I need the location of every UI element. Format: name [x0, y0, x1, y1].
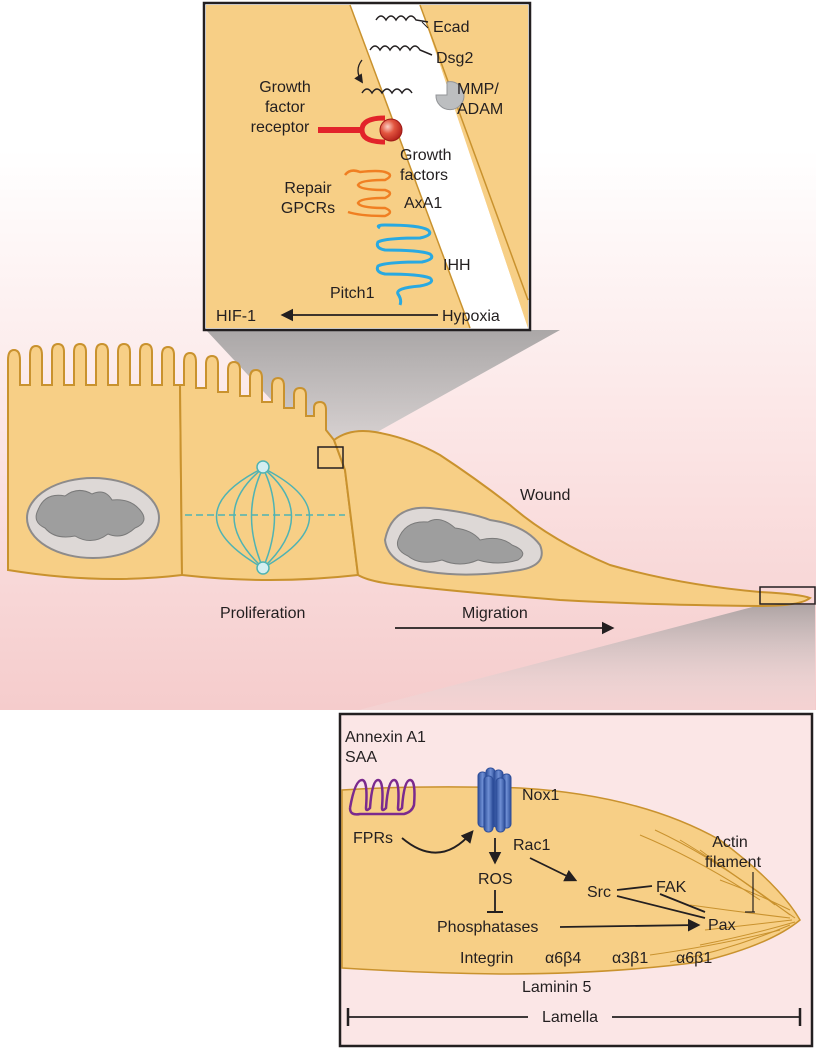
pax-label: Pax: [708, 917, 736, 934]
growth-factors-line1: Growth: [400, 147, 452, 164]
repair-gpcrs-line2: GPCRs: [281, 200, 335, 217]
growth-factor-ball: [379, 118, 403, 142]
repair-gpcr: [343, 169, 392, 218]
phosphatases-pax-arrow: [559, 918, 701, 932]
wound-label: Wound: [520, 487, 570, 504]
lamella-label: Lamella: [542, 1009, 598, 1026]
ihh-label: IHH: [443, 257, 471, 274]
a6b1-label: α6β1: [676, 950, 712, 967]
bottom-inset-panel: Annexin A1 SAA FPRs Nox1 Rac1 ROS Src FA…: [338, 712, 814, 1048]
src-label: Src: [587, 884, 611, 901]
gfr-label-line2: factor: [265, 99, 306, 116]
fprs-receptor: [348, 778, 416, 816]
rac1-label: Rac1: [513, 837, 550, 854]
mmp-adam-shape: [435, 81, 465, 111]
chromatin-cell-1: [35, 490, 145, 541]
cleaved-coil: [361, 88, 413, 95]
zoom-cone-bottom: [340, 605, 815, 715]
chromatin-cell-3: [397, 519, 524, 565]
nox1-label: Nox1: [522, 787, 559, 804]
gfr-label-line3: receptor: [251, 119, 310, 136]
mitotic-spindle: [185, 467, 345, 569]
laminin-label: Laminin 5: [522, 979, 591, 996]
actin-label-line2: filament: [705, 854, 762, 871]
saa-label: SAA: [345, 749, 377, 766]
fprs-label: FPRs: [353, 830, 393, 847]
ihh-pitch1-receptor: [375, 223, 434, 306]
ros-label: ROS: [478, 871, 513, 888]
centrosome-bottom: [256, 561, 270, 575]
top-inset-left-cell: [206, 5, 470, 328]
growth-factor-receptor-cup: [359, 115, 386, 145]
a3b1-label: α3β1: [612, 950, 648, 967]
rac1-src-arrow: [529, 857, 578, 882]
ecad-label: Ecad: [433, 19, 469, 36]
cleavage-arrow: [354, 59, 364, 84]
hif1-label: HIF-1: [216, 308, 256, 325]
ecad-coil: [375, 15, 429, 23]
zoom-box-lamella: [759, 586, 816, 605]
actin-filaments: [639, 829, 796, 963]
proliferation-label: Proliferation: [220, 605, 305, 622]
gfr-label-line1: Growth: [259, 79, 311, 96]
migration-label: Migration: [462, 605, 528, 622]
zoom-box-junction: [317, 446, 344, 469]
dsg2-coil: [369, 45, 433, 56]
integrin-label: Integrin: [460, 950, 513, 967]
mmp-label-line1: MMP/: [457, 81, 499, 98]
fak-label: FAK: [656, 879, 687, 896]
top-inset-panel: Ecad Dsg2 MMP/ ADAM Growth factor recept…: [202, 1, 532, 332]
actin-label-line1: Actin: [712, 834, 748, 851]
centrosome-top: [256, 460, 270, 474]
phosphatases-label: Phosphatases: [437, 919, 538, 936]
src-pax-link: [616, 895, 706, 919]
axa1-label: AxA1: [404, 195, 442, 212]
annexin-label: Annexin A1: [345, 729, 426, 746]
hypoxia-label: Hypoxia: [442, 308, 500, 325]
src-fak-link: [616, 885, 653, 891]
fprs-nox1-arrow: [401, 830, 474, 854]
pitch1-label: Pitch1: [330, 285, 375, 302]
repair-gpcrs-line1: Repair: [284, 180, 332, 197]
dsg2-label: Dsg2: [436, 50, 473, 67]
a6b4-label: α6β4: [545, 950, 581, 967]
nox1-complex: [477, 767, 512, 833]
fak-pax-link: [659, 893, 706, 913]
growth-factors-line2: factors: [400, 167, 448, 184]
mmp-label-line2: ADAM: [457, 101, 503, 118]
